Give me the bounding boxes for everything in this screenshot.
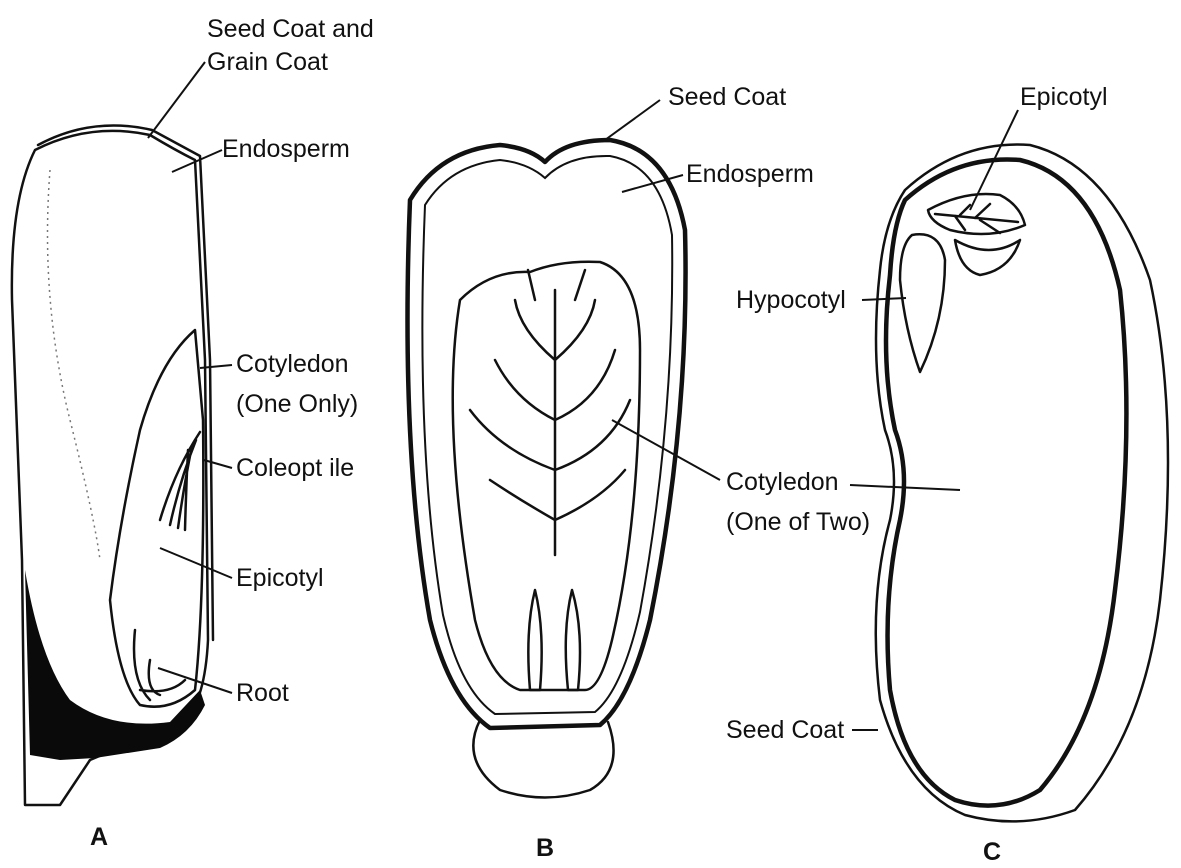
figure-a-embryo [110, 330, 203, 707]
label-c-epicotyl: Epicotyl [1020, 83, 1108, 111]
label-a-epicotyl: Epicotyl [236, 564, 324, 592]
label-b-cotyledon-2: (One of Two) [726, 508, 870, 536]
figure-a-dark-base [25, 570, 205, 760]
figure-c-letter: C [983, 838, 1001, 866]
figure-c-leader-hypocotyl [862, 298, 906, 300]
figure-b-leader-cotyledon [612, 420, 720, 480]
figure-b-leader-seed-coat [605, 100, 660, 140]
figure-a-root [134, 630, 185, 700]
figure-b-seed [408, 140, 686, 798]
label-a-cotyledon-1: Cotyledon [236, 350, 349, 378]
figure-b-radicle-tip [473, 720, 613, 798]
figure-b-venation [470, 270, 630, 555]
figure-a-leader-coleoptile [204, 460, 232, 468]
label-a-seed-coat-grain-coat-2: Grain Coat [207, 48, 328, 76]
figure-c-cotyledon [886, 160, 1126, 806]
figure-a-letter: A [90, 823, 108, 851]
figure-a-coleoptile [160, 432, 200, 530]
figure-a-leader-epicotyl [160, 548, 232, 578]
label-c-hypocotyl: Hypocotyl [736, 286, 846, 314]
figure-c-hypocotyl [900, 234, 945, 372]
figure-a-seed-coat [38, 125, 213, 640]
label-b-endosperm: Endosperm [686, 160, 814, 188]
label-b-seed-coat: Seed Coat [668, 83, 786, 111]
label-a-root: Root [236, 679, 289, 707]
label-b-cotyledon-1: Cotyledon [726, 468, 839, 496]
label-a-seed-coat-grain-coat-1: Seed Coat and [207, 15, 374, 43]
figure-b-cotyledon [453, 262, 640, 690]
figure-a-grain [12, 125, 213, 805]
figure-a-leader-seed-coat [148, 62, 205, 138]
label-a-endosperm: Endosperm [222, 135, 350, 163]
label-a-cotyledon-2: (One Only) [236, 390, 358, 418]
label-a-coleoptile: Coleopt ile [236, 454, 354, 482]
figure-b-letter: B [536, 834, 554, 862]
figure-c-bean [876, 145, 1168, 822]
label-c-seed-coat: Seed Coat [726, 716, 844, 744]
